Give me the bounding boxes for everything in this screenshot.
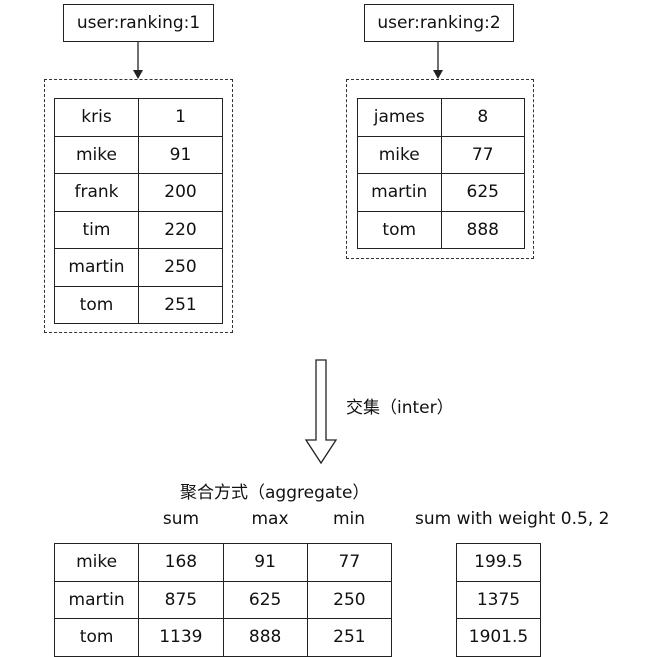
table-row: 1901.5: [456, 618, 541, 657]
weighted-header: sum with weight 0.5, 2: [415, 509, 610, 529]
member-cell: tom: [53, 618, 140, 657]
aggregate-label: 聚合方式（aggregate）: [180, 483, 370, 503]
member-cell: tom: [357, 210, 442, 249]
arrowhead-set2: [433, 70, 443, 79]
max-cell: 625: [222, 580, 308, 619]
column-header-max: max: [251, 509, 289, 529]
key-user-ranking-1: user:ranking:1: [63, 4, 214, 42]
member-cell: martin: [53, 580, 140, 619]
score-cell: 625: [440, 173, 525, 212]
score-cell: 200: [138, 173, 223, 212]
column-header-min: min: [332, 509, 366, 529]
member-cell: tom: [54, 285, 139, 324]
table-row: 1375: [456, 580, 541, 619]
arrowhead-set1: [133, 70, 143, 79]
score-cell: 888: [440, 210, 525, 249]
sum-cell: 1139: [138, 618, 224, 657]
operation-label: 交集（inter）: [346, 398, 454, 418]
min-cell: 250: [306, 580, 393, 619]
member-cell: james: [357, 98, 442, 137]
member-cell: mike: [357, 135, 442, 174]
member-cell: mike: [53, 543, 140, 582]
min-cell: 251: [306, 618, 393, 657]
member-cell: tim: [54, 210, 139, 249]
sum-cell: 168: [138, 543, 224, 582]
min-cell: 77: [306, 543, 393, 582]
score-cell: 251: [138, 285, 223, 324]
score-cell: 91: [138, 135, 223, 174]
member-cell: kris: [54, 98, 139, 137]
sum-cell: 875: [138, 580, 224, 619]
set2-container: [346, 79, 534, 259]
member-cell: frank: [54, 173, 139, 212]
score-cell: 8: [440, 98, 525, 137]
table-row: 199.5: [456, 543, 541, 582]
weighted-sum-cell: 1375: [456, 580, 541, 619]
score-cell: 1: [138, 98, 223, 137]
weighted-sum-cell: 199.5: [456, 543, 541, 582]
member-cell: martin: [54, 248, 139, 287]
max-cell: 888: [222, 618, 308, 657]
column-header-sum: sum: [162, 509, 200, 529]
weighted-sum-cell: 1901.5: [456, 618, 541, 657]
max-cell: 91: [222, 543, 308, 582]
score-cell: 77: [440, 135, 525, 174]
key-user-ranking-2: user:ranking:2: [364, 4, 514, 42]
score-cell: 250: [138, 248, 223, 287]
score-cell: 220: [138, 210, 223, 249]
set1-container: [44, 79, 233, 333]
member-cell: mike: [54, 135, 139, 174]
inter-down-arrow: [304, 359, 338, 465]
member-cell: martin: [357, 173, 442, 212]
